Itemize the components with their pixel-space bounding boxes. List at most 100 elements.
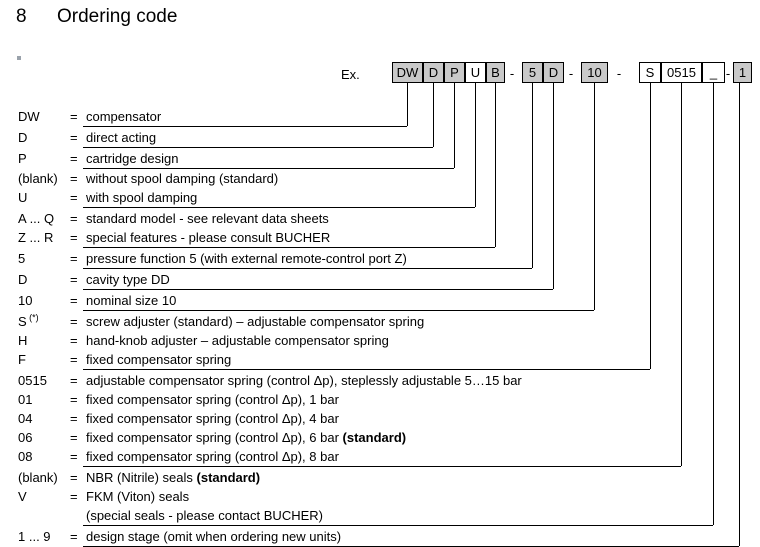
legend-row-description: design stage (omit when ordering new uni…: [86, 529, 342, 544]
leader-line-horizontal: [83, 289, 553, 290]
leader-line-horizontal: [83, 310, 594, 311]
legend-row-key: 04: [18, 411, 33, 426]
leader-line-vertical: [650, 83, 651, 369]
page-title: Ordering code: [57, 6, 178, 27]
leader-line-vertical: [532, 83, 533, 268]
legend-row: P = cartridge design: [0, 149, 760, 169]
legend-row-key: 1 ... 9: [18, 529, 51, 544]
leader-line-vertical: [433, 83, 434, 147]
legend-row: 10 = nominal size 10: [0, 291, 760, 311]
legend-row: A ... Q=standard model - see relevant da…: [0, 209, 760, 229]
legend-row-description: NBR (Nitrile) seals (standard): [86, 470, 261, 485]
leader-line-horizontal: [83, 247, 495, 248]
legend-row-description: cavity type DD: [86, 272, 170, 287]
legend-row-key: P: [18, 151, 27, 166]
legend-row-equals: =: [70, 489, 78, 504]
legend-row-equals: =: [70, 449, 78, 464]
leader-line-horizontal: [83, 168, 454, 169]
legend-row-description: fixed compensator spring (control Δp), 6…: [86, 430, 407, 445]
legend-row: (blank) = without spool damping (standard): [0, 169, 760, 189]
legend-row: 1 ... 9 = design stage (omit when ordering…: [0, 527, 760, 547]
leader-line-horizontal: [83, 525, 713, 526]
legend-row-description: compensator: [86, 109, 162, 124]
legend-row: S (*)=screw adjuster (standard) – adjust…: [0, 312, 760, 332]
legend-row-key: A ... Q: [18, 211, 55, 226]
code-box-: _: [702, 62, 725, 83]
legend-row-description: adjustable compensator spring (control Δ…: [86, 373, 522, 388]
code-box-1: 1: [733, 62, 752, 83]
legend-row: 01=fixed compensator spring (control Δp)…: [0, 390, 760, 410]
leader-line-horizontal: [83, 466, 681, 467]
legend-row-description: nominal size 10: [86, 293, 177, 308]
legend-row-equals: =: [70, 373, 78, 388]
legend-row-key: Z ... R: [18, 230, 54, 245]
legend-row-description: (special seals - please contact BUCHER): [86, 508, 323, 523]
legend-row-key: (blank): [18, 171, 58, 186]
legend-row-equals: =: [70, 430, 78, 445]
legend-row-equals: =: [70, 352, 78, 367]
code-box-d: D: [543, 62, 564, 83]
legend-row-key: DW: [18, 109, 40, 124]
leader-line-horizontal: [83, 126, 407, 127]
leader-line-vertical: [495, 83, 496, 247]
legend-row-description: FKM (Viton) seals: [86, 489, 190, 504]
code-box-s: S: [639, 62, 661, 83]
leader-line-vertical: [713, 83, 714, 525]
legend-row-key: 0515: [18, 373, 47, 388]
legend-row-equals: =: [70, 529, 78, 544]
legend-row-key: D: [18, 130, 28, 145]
legend-row-description: standard model - see relevant data sheet…: [86, 211, 329, 226]
code-separator-dash: -: [616, 66, 622, 81]
leader-line-vertical: [739, 83, 740, 546]
legend-row: 06 = fixed compensator spring (control Δp)…: [0, 428, 760, 448]
leader-line-vertical: [553, 83, 554, 289]
legend-row-key: U: [18, 190, 28, 205]
legend-row-key: S (*): [18, 312, 39, 329]
legend-row-equals: =: [70, 109, 78, 124]
code-box-10: 10: [581, 62, 608, 83]
code-box-b: B: [486, 62, 505, 83]
legend-row: Z ... R = special features - please consul…: [0, 228, 760, 248]
legend-row-description: pressure function 5 (with external remot…: [86, 251, 407, 266]
legend-row-equals: =: [70, 293, 78, 308]
legend-key-footnote-marker: (*): [26, 312, 39, 323]
leader-line-vertical: [475, 83, 476, 207]
legend-row-equals: =: [70, 392, 78, 407]
legend-row: D=cavity type DD: [0, 270, 760, 290]
code-box-p: P: [444, 62, 465, 83]
legend-row-equals: =: [70, 130, 78, 145]
legend-row-description: hand-knob adjuster – adjustable compensa…: [86, 333, 389, 348]
legend-row-description: cartridge design: [86, 151, 179, 166]
legend-row-description: without spool damping (standard): [86, 171, 279, 186]
code-separator-dash: -: [725, 66, 731, 81]
legend-row-equals: =: [70, 272, 78, 287]
legend-row-equals: =: [70, 151, 78, 166]
legend-row-key: 06: [18, 430, 33, 445]
legend-row-key: 5: [18, 251, 26, 266]
legend-row-equals: =: [70, 190, 78, 205]
legend-row: V = FKM (Viton) seals: [0, 487, 760, 507]
leader-line-vertical: [594, 83, 595, 310]
legend-row-equals: =: [70, 333, 78, 348]
legend-row-equals: =: [70, 470, 78, 485]
legend-row: 08 = fixed compensator spring (control Δp)…: [0, 447, 760, 467]
legend-row: DW = compensator: [0, 107, 760, 127]
legend-row-key: V: [18, 489, 27, 504]
leader-line-horizontal: [83, 207, 475, 208]
legend-row-key: 08: [18, 449, 33, 464]
leader-line-horizontal: [83, 147, 433, 148]
legend-row-description: fixed compensator spring (control Δp), 8…: [86, 449, 339, 464]
code-box-5: 5: [522, 62, 543, 83]
legend-row: (blank)=NBR (Nitrile) seals (standard): [0, 468, 760, 488]
leader-line-horizontal: [83, 369, 650, 370]
legend-row-key: 10: [18, 293, 33, 308]
legend-row-equals: =: [70, 230, 78, 245]
legend-row: H=hand-knob adjuster – adjustable compen…: [0, 331, 760, 351]
legend-row: 0515 = adjustable compensator spring (cont…: [0, 371, 760, 391]
code-separator-dash: -: [568, 66, 574, 81]
legend-row-description: special features - please consult BUCHER: [86, 230, 331, 245]
legend-row-equals: =: [70, 171, 78, 186]
legend-row-key: 01: [18, 392, 33, 407]
legend-row-equals: =: [70, 411, 78, 426]
